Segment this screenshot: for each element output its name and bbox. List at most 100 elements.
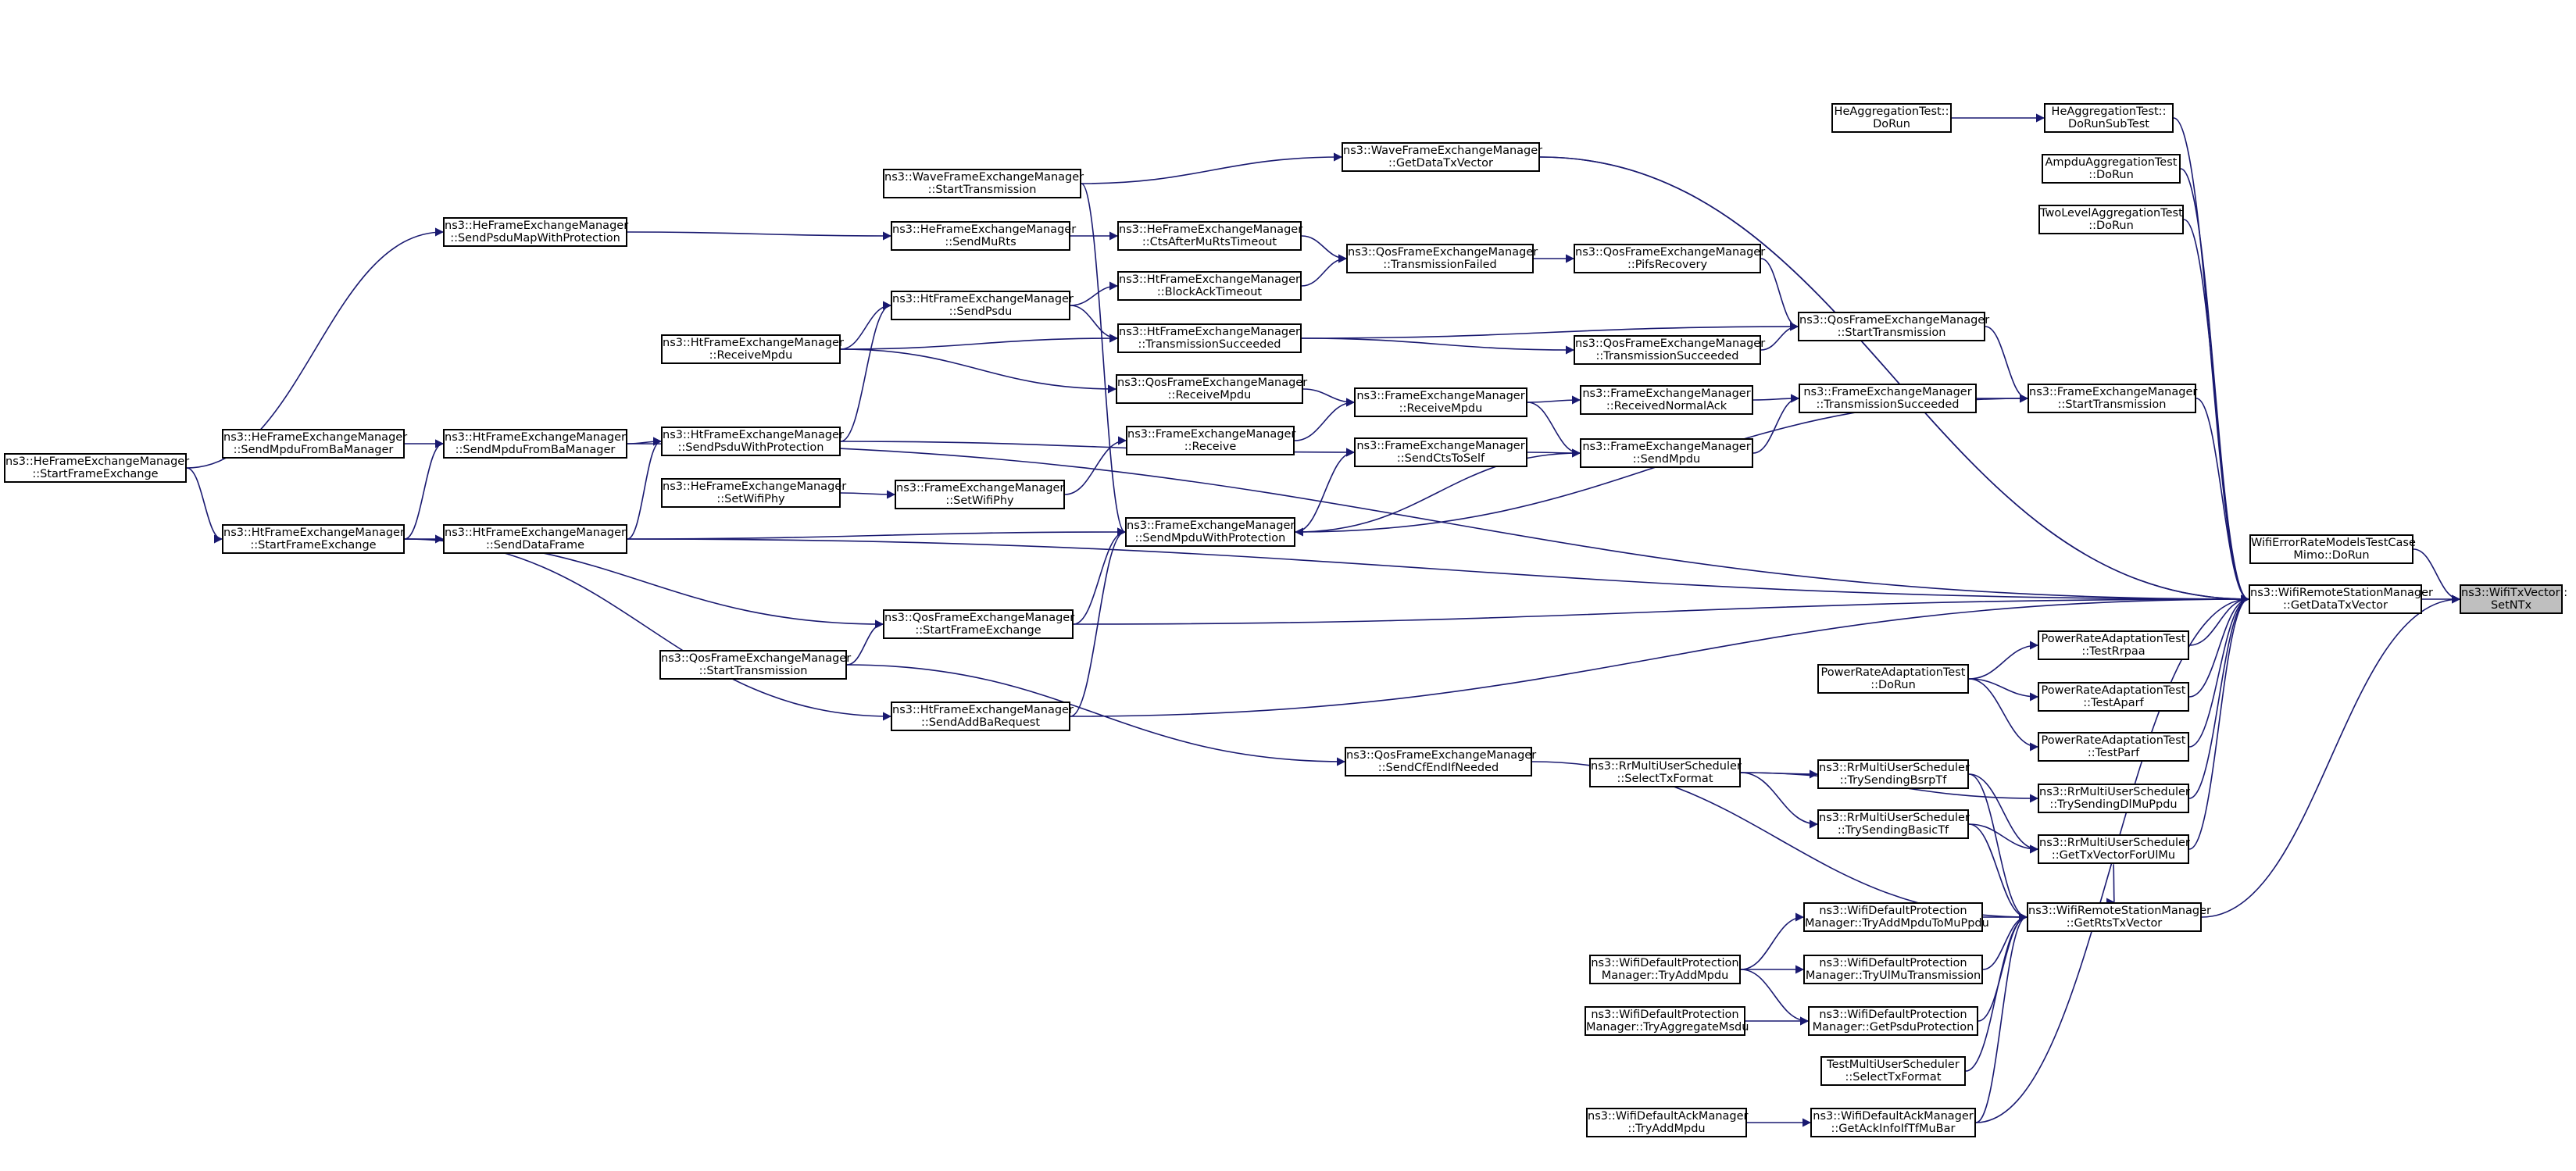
node-label: WifiErrorRateModelsTestCase <box>2251 537 2416 549</box>
node-fem_sendmpdu[interactable]: ns3::FrameExchangeManager ::SendMpdu <box>1580 438 1753 468</box>
node-ampdu[interactable]: AmpduAggregationTest ::DoRun <box>2042 154 2181 184</box>
node-qfem_pifs[interactable]: ns3::QosFrameExchangeManager ::PifsRecov… <box>1574 244 1766 273</box>
node-wda_getack[interactable]: ns3::WifiDefaultAckManager ::GetAckInfoI… <box>1810 1108 1976 1137</box>
node-wdp_ulmu[interactable]: ns3::WifiDefaultProtection Manager::TryU… <box>1803 955 1983 984</box>
node-heaggrun[interactable]: HeAggregationTest:: DoRun <box>1831 103 1952 133</box>
node-fem_recvmpdu[interactable]: ns3::FrameExchangeManager ::ReceiveMpdu <box>1354 387 1527 417</box>
node-label: ::StartTransmission <box>1837 327 1946 339</box>
node-label: ns3::HeFrameExchangeManager <box>445 220 629 232</box>
node-label: ::SendMpduFromBaManager <box>233 444 394 456</box>
node-fem_ctsself[interactable]: ns3::FrameExchangeManager ::SendCtsToSel… <box>1354 437 1527 467</box>
node-wave_start[interactable]: ns3::WaveFrameExchangeManager ::StartTra… <box>883 169 1084 198</box>
node-prat_rrpaa[interactable]: PowerRateAdaptationTest ::TestRrpaa <box>2038 630 2189 660</box>
edge-qfem_startfe-to-getdatatx <box>1073 594 2250 625</box>
node-rr_select[interactable]: ns3::RrMultiUserScheduler ::SelectTxForm… <box>1589 758 1742 787</box>
edge-htfem_sendmpduba-to-getdatatx <box>627 443 2250 604</box>
node-label: ::SendAddBaRequest <box>920 716 1041 729</box>
node-qfem_recvmpdu[interactable]: ns3::QosFrameExchangeManager ::ReceiveMp… <box>1116 374 1307 404</box>
node-label: ::SendDataFrame <box>485 539 585 552</box>
node-prat_aparf[interactable]: PowerRateAdaptationTest ::TestAparf <box>2038 682 2189 712</box>
node-label: ns3::RrMultiUserScheduler <box>2039 837 2190 849</box>
node-rr_basic[interactable]: ns3::RrMultiUserScheduler ::TrySendingBa… <box>1817 809 1970 839</box>
edge-tmus_select-to-getrts <box>1965 912 2028 1072</box>
node-wave_getdata[interactable]: ns3::WaveFrameExchangeManager ::GetDataT… <box>1342 142 1543 172</box>
node-rr_bsrp[interactable]: ns3::RrMultiUserScheduler ::TrySendingBs… <box>1817 759 1970 789</box>
node-wdp_getpsdu[interactable]: ns3::WifiDefaultProtection Manager::GetP… <box>1808 1006 1978 1036</box>
node-htfem_sendpsduprot[interactable]: ns3::HtFrameExchangeManager ::SendPsduWi… <box>661 427 844 456</box>
node-label: ::SendPsdu <box>949 305 1013 318</box>
node-qfem_start2[interactable]: ns3::QosFrameExchangeManager ::StartTran… <box>659 650 851 680</box>
node-wda_addmpdu[interactable]: ns3::WifiDefaultAckManager ::TryAddMpdu <box>1586 1108 1749 1137</box>
node-fem_recvack[interactable]: ns3::FrameExchangeManager ::ReceivedNorm… <box>1580 385 1753 415</box>
node-qfem_startfe[interactable]: ns3::QosFrameExchangeManager ::StartFram… <box>883 609 1074 639</box>
node-label: ns3::FrameExchangeManager <box>1127 428 1296 441</box>
edge-wda_getack-to-getrts <box>1975 912 2028 1123</box>
node-label: ::SelectTxFormat <box>1617 773 1713 785</box>
node-label: ::ReceiveMpdu <box>1167 389 1252 402</box>
node-prat_parf[interactable]: PowerRateAdaptationTest ::TestParf <box>2038 732 2189 762</box>
node-label: Manager::TryAggregateMsdu <box>1586 1021 1749 1034</box>
node-label: ::SetWifiPhy <box>716 493 785 505</box>
node-hefem_sendmurts[interactable]: ns3::HeFrameExchangeManager ::SendMuRts <box>891 221 1076 251</box>
edge-htfem_startfe-to-htfem_sendmpduba <box>404 439 445 540</box>
node-wdp_addmu[interactable]: ns3::WifiDefaultProtection Manager::TryA… <box>1803 902 1989 932</box>
node-twolevel[interactable]: TwoLevelAggregationTest ::DoRun <box>2038 205 2184 234</box>
node-label: HeAggregationTest:: <box>2051 105 2167 118</box>
node-getdatatx[interactable]: ns3::WifiRemoteStationManager ::GetDataT… <box>2249 584 2433 614</box>
node-htfem_senddata[interactable]: ns3::HtFrameExchangeManager ::SendDataFr… <box>443 524 627 554</box>
node-htfem_addba[interactable]: ns3::HtFrameExchangeManager ::SendAddBaR… <box>891 702 1074 731</box>
edge-prat_rrpaa-to-getdatatx <box>2188 594 2250 646</box>
node-label: ns3::QosFrameExchangeManager <box>1575 246 1766 259</box>
node-qfem_txfail[interactable]: ns3::QosFrameExchangeManager ::Transmiss… <box>1346 244 1538 273</box>
node-htfem_sendpsdu[interactable]: ns3::HtFrameExchangeManager ::SendPsdu <box>891 291 1074 320</box>
node-fem_setphy[interactable]: ns3::FrameExchangeManager ::SetWifiPhy <box>895 480 1065 509</box>
node-hefem_setphy[interactable]: ns3::HeFrameExchangeManager ::SetWifiPhy <box>661 478 846 508</box>
node-label: ::ReceiveMpdu <box>709 349 793 362</box>
node-tmus_select[interactable]: TestMultiUserScheduler ::SelectTxFormat <box>1820 1056 1966 1086</box>
node-htfem_blockack[interactable]: ns3::HtFrameExchangeManager ::BlockAckTi… <box>1117 271 1302 301</box>
node-hefem_cts[interactable]: ns3::HeFrameExchangeManager ::CtsAfterMu… <box>1117 221 1302 251</box>
node-hefem_sendmpduba[interactable]: ns3::HeFrameExchangeManager ::SendMpduFr… <box>222 429 407 459</box>
node-label: ::TransmissionSucceeded <box>1595 350 1739 362</box>
node-label: ns3::HtFrameExchangeManager <box>445 527 626 539</box>
edge-rr_basic-to-rr_gettxul <box>1968 823 2039 854</box>
node-wdp_aggmsdu[interactable]: ns3::WifiDefaultProtection Manager::TryA… <box>1585 1006 1749 1036</box>
node-fem_sendmpduprot[interactable]: ns3::FrameExchangeManager ::SendMpduWith… <box>1125 517 1295 547</box>
edge-fem_receive-to-fem_recvmpdu <box>1294 398 1356 441</box>
node-fem_txsucc[interactable]: ns3::FrameExchangeManager ::Transmission… <box>1799 384 1977 413</box>
node-rr_dlmu[interactable]: ns3::RrMultiUserScheduler ::TrySendingDl… <box>2038 784 2190 813</box>
node-wdp_addmpdu[interactable]: ns3::WifiDefaultProtection Manager::TryA… <box>1589 955 1741 984</box>
edge-hefem_psdumap-to-hefem_sendmurts <box>627 231 892 241</box>
node-rr_gettxul[interactable]: ns3::RrMultiUserScheduler ::GetTxVectorF… <box>2038 834 2190 864</box>
node-label: ns3::WifiDefaultProtection <box>1819 1009 1967 1021</box>
edge-htfem_senddata-to-htfem_sendpsduprot <box>627 437 663 540</box>
node-getrts[interactable]: ns3::WifiRemoteStationManager ::GetRtsTx… <box>2027 902 2211 932</box>
node-label: ::PifsRecovery <box>1627 259 1708 271</box>
node-label: Manager::TryAddMpdu <box>1601 969 1729 982</box>
node-label: Mimo::DoRun <box>2293 549 2370 562</box>
node-heaggsub[interactable]: HeAggregationTest:: DoRunSubTest <box>2044 103 2174 133</box>
node-fem_start[interactable]: ns3::FrameExchangeManager ::StartTransmi… <box>2028 384 2197 413</box>
node-hefem_startfe[interactable]: ns3::HeFrameExchangeManager ::StartFrame… <box>4 453 189 483</box>
node-qfem_txsucc[interactable]: ns3::QosFrameExchangeManager ::Transmiss… <box>1574 335 1765 365</box>
node-hefem_psdumap[interactable]: ns3::HeFrameExchangeManager ::SendPsduMa… <box>443 217 629 247</box>
node-wifierr[interactable]: WifiErrorRateModelsTestCase Mimo::DoRun <box>2249 534 2416 564</box>
node-fem_receive[interactable]: ns3::FrameExchangeManager ::Receive <box>1126 426 1295 455</box>
node-label: ::GetDataTxVector <box>1388 157 1493 170</box>
node-label: ::DoRun <box>2088 169 2134 181</box>
node-htfem_sendmpduba[interactable]: ns3::HtFrameExchangeManager ::SendMpduFr… <box>443 429 627 459</box>
node-label: TwoLevelAggregationTest <box>2040 207 2183 220</box>
node-label: ns3::QosFrameExchangeManager <box>1348 246 1538 259</box>
node-label: ns3::WaveFrameExchangeManager <box>1343 145 1543 157</box>
node-htfem_startfe[interactable]: ns3::HtFrameExchangeManager ::StartFrame… <box>222 524 405 554</box>
edge-rr_select-to-rr_basic <box>1740 772 1819 829</box>
node-prat_dorun[interactable]: PowerRateAdaptationTest ::DoRun <box>1817 664 1969 694</box>
node-qfem_sendcf[interactable]: ns3::QosFrameExchangeManager ::SendCfEnd… <box>1345 747 1536 777</box>
node-qfem_start[interactable]: ns3::QosFrameExchangeManager ::StartTran… <box>1798 312 1989 341</box>
node-setntx[interactable]: ns3::WifiTxVector:: SetNTx <box>2460 584 2567 614</box>
node-label: PowerRateAdaptationTest <box>2041 734 2186 747</box>
node-htfem_txsucc[interactable]: ns3::HtFrameExchangeManager ::Transmissi… <box>1117 323 1302 353</box>
node-htfem_recvmpdu[interactable]: ns3::HtFrameExchangeManager ::ReceiveMpd… <box>661 334 844 364</box>
